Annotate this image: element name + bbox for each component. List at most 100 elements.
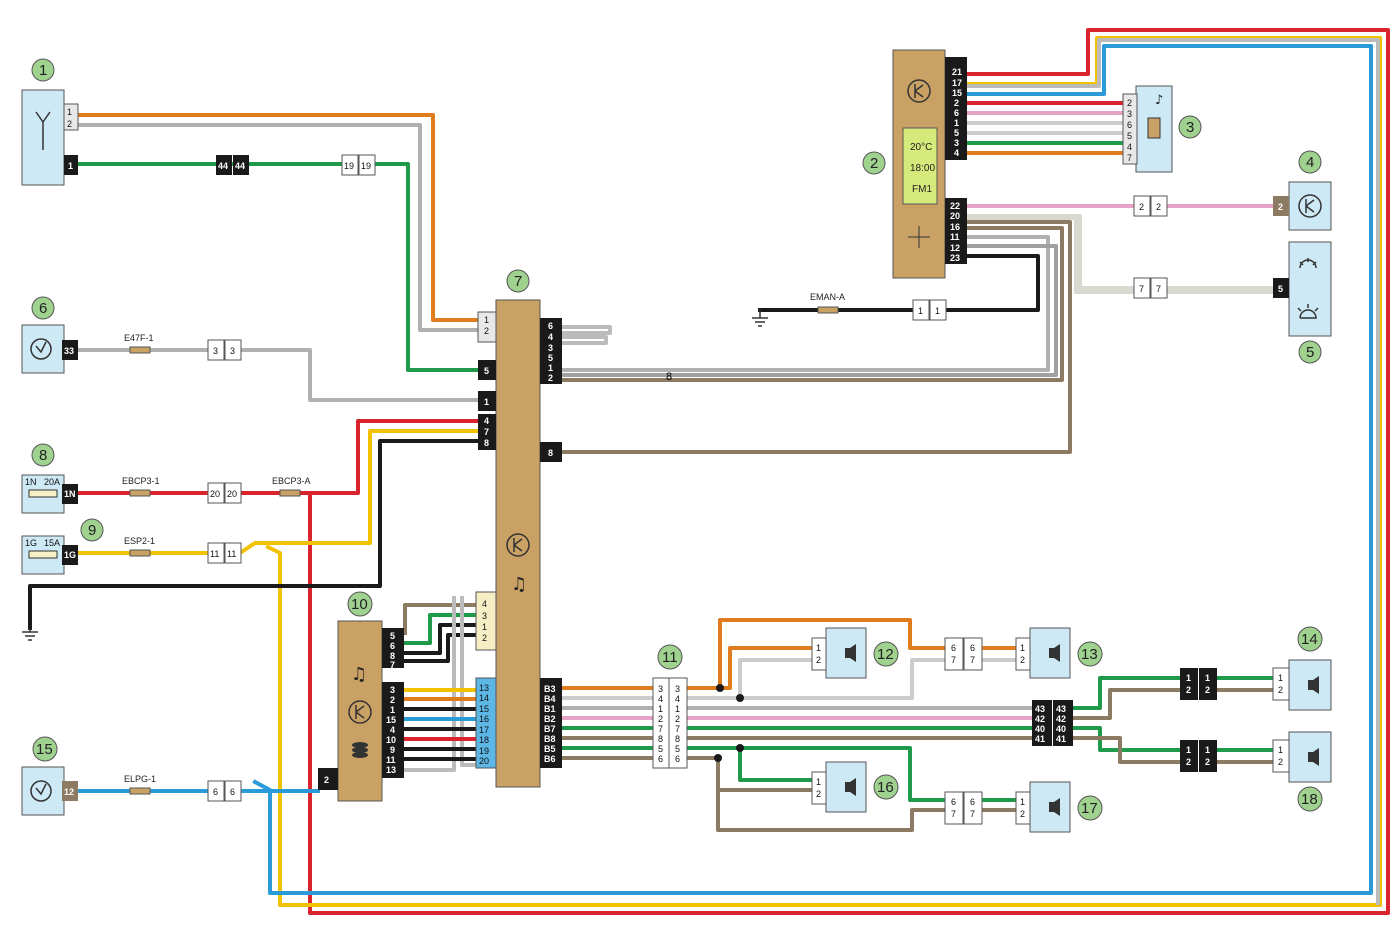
display-time: 18:00 [910, 163, 935, 174]
svg-text:14: 14 [1301, 631, 1318, 648]
pin: 7 [1139, 284, 1144, 294]
pin: 1 [675, 704, 680, 714]
pin: 2 [390, 695, 395, 705]
pin: 1 [1278, 673, 1283, 683]
pin: 4 [548, 332, 553, 342]
wire-grey-6 [77, 348, 480, 402]
component-9-fuse: 1G 15A 1G [21, 535, 78, 575]
pin: 40 [1056, 724, 1066, 734]
callout-1: 1 [31, 58, 55, 82]
pin: 1G [64, 550, 76, 560]
wire-brown-14 [1071, 688, 1275, 720]
pin: 2 [1278, 202, 1283, 212]
switch-icon [1147, 117, 1161, 139]
pin: 41 [1056, 734, 1066, 744]
svg-text:EMAN-A: EMAN-A [810, 292, 845, 302]
display-band: FM1 [912, 184, 932, 195]
wire-grey-2-7a [560, 235, 1050, 372]
transistor-icon [506, 533, 530, 557]
pin: 11 [950, 232, 960, 242]
pin: 7 [658, 724, 663, 734]
pin: B6 [544, 754, 556, 764]
wire-grey-2-7b [560, 244, 1058, 377]
wire-white2-2-5 [966, 216, 1275, 294]
callout-2: 2 [862, 151, 886, 175]
pin: 2 [1205, 757, 1210, 767]
callouts: 1 2 3 4 5 6 7 8 9 10 11 12 13 14 15 16 1… [31, 58, 1323, 821]
pin: 8 [390, 651, 395, 661]
pin: 4 [482, 599, 487, 609]
pin: 15 [952, 88, 962, 98]
pin: 7 [484, 427, 489, 437]
component-17-speaker: 1 2 [1015, 781, 1071, 833]
component-1-antenna: 1 2 1 [21, 89, 79, 186]
pin: 1 [1205, 745, 1210, 755]
inline-connector-3: 3 3 [207, 339, 242, 361]
pin-column: 22 20 16 11 12 23 [950, 201, 960, 263]
wire-brown-2-7b [560, 220, 1072, 454]
callout-8: 8 [31, 443, 55, 467]
pin: 1 [1020, 797, 1025, 807]
pin: 2 [1139, 202, 1144, 212]
pin: 16 [950, 222, 960, 232]
pin: 20 [227, 489, 237, 499]
junction-dot [736, 694, 744, 702]
pin: B2 [544, 714, 556, 724]
connector-43-block: 43 42 40 41 43 42 40 41 [1032, 700, 1073, 746]
pin: B5 [544, 744, 556, 754]
svg-text:3: 3 [1186, 119, 1194, 136]
headlight-icon [1299, 258, 1317, 269]
wire-blue-loop [252, 44, 1373, 895]
svg-text:EBCP3-A: EBCP3-A [272, 476, 311, 486]
pin: 5 [390, 631, 395, 641]
wires [28, 28, 1390, 915]
pin: 7 [675, 724, 680, 734]
inline-connector-2: 2 2 [1133, 195, 1168, 217]
pin: 1 [68, 161, 73, 171]
pin: 5 [484, 366, 489, 376]
disc-stack-icon [352, 742, 368, 758]
callout-13: 13 [1077, 641, 1103, 667]
svg-text:12: 12 [877, 646, 894, 663]
splice-ebcp3-a: EBCP3-A [272, 476, 311, 497]
pin: 18 [479, 735, 489, 745]
inline-connector-67-16-17: 6 7 6 7 [944, 791, 983, 825]
pin: 1 [1186, 745, 1191, 755]
pin: 1 [1020, 643, 1025, 653]
callout-15: 15 [32, 736, 58, 762]
pin: 3 [230, 346, 235, 356]
pin: 1 [548, 363, 553, 373]
pin: 1 [1205, 673, 1210, 683]
pin: 2 [1278, 757, 1283, 767]
callout-18: 18 [1297, 786, 1323, 812]
splice-ebcp3-1: EBCP3-1 [122, 476, 160, 497]
pin: 3 [213, 346, 218, 356]
component-12-speaker: 1 2 [811, 627, 867, 679]
pin: 6 [213, 787, 218, 797]
pin: 2 [482, 633, 487, 643]
pin: 3 [658, 684, 663, 694]
wire-white-loop7 [560, 325, 612, 345]
transistor-icon [907, 79, 931, 103]
pin: 6 [390, 641, 395, 651]
inline-connector-11: 11 11 [207, 542, 242, 564]
pin: 1 [658, 704, 663, 714]
component-3-control: ♪ 2 3 6 5 4 7 [1122, 85, 1173, 173]
pin: 6 [675, 754, 680, 764]
pin: 8 [548, 448, 553, 458]
pin: 1 [954, 118, 959, 128]
callout-6: 6 [31, 296, 55, 320]
pin: 14 [479, 693, 489, 703]
svg-text:8: 8 [39, 447, 47, 464]
wire-brown-11b [685, 756, 947, 832]
wire-grey-antenna [77, 123, 480, 332]
pin: 2 [658, 714, 663, 724]
wire-brown-2-7a [560, 226, 1064, 382]
inline-connector-7: 7 7 [1133, 277, 1168, 299]
component-7-radio-unit: 1 2 5 1 4 7 8 6 4 3 5 1 2 8 ♫ 4 3 1 2 13… [475, 299, 562, 788]
pin: 3 [390, 685, 395, 695]
pin: B7 [544, 724, 556, 734]
pin: 15 [479, 704, 489, 714]
antenna-icon [35, 111, 51, 150]
pin: 16 [479, 714, 489, 724]
